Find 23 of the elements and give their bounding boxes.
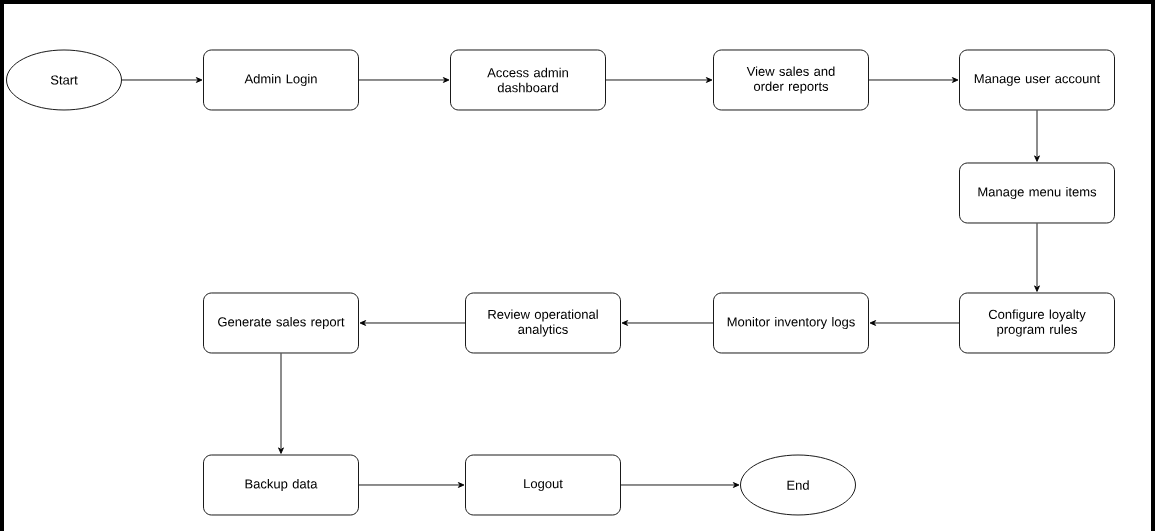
- process-box: Monitor inventory logs: [713, 292, 869, 354]
- process-box: Manage user account: [959, 49, 1115, 111]
- process-box: Generate sales report: [203, 292, 359, 354]
- process-box: Access admin dashboard: [450, 49, 606, 111]
- arrow: [621, 320, 714, 326]
- process-box: Admin Login: [203, 49, 359, 111]
- process-box: Manage menu items: [959, 162, 1115, 224]
- arrow: [868, 77, 959, 83]
- process-box: Backup data: [203, 454, 359, 516]
- arrow: [1034, 110, 1040, 162]
- arrow: [358, 77, 450, 83]
- arrow: [358, 482, 465, 488]
- arrow: [605, 77, 713, 83]
- process-box: Configure loyalty program rules: [959, 292, 1115, 354]
- arrow: [121, 77, 203, 83]
- arrow: [869, 320, 960, 326]
- arrow: [278, 353, 284, 454]
- process-box: Logout: [465, 454, 621, 516]
- arrow: [620, 482, 740, 488]
- arrow: [1034, 223, 1040, 292]
- process-box: Review operational analytics: [465, 292, 621, 354]
- arrow: [359, 320, 466, 326]
- process-box: View sales and order reports: [713, 49, 869, 111]
